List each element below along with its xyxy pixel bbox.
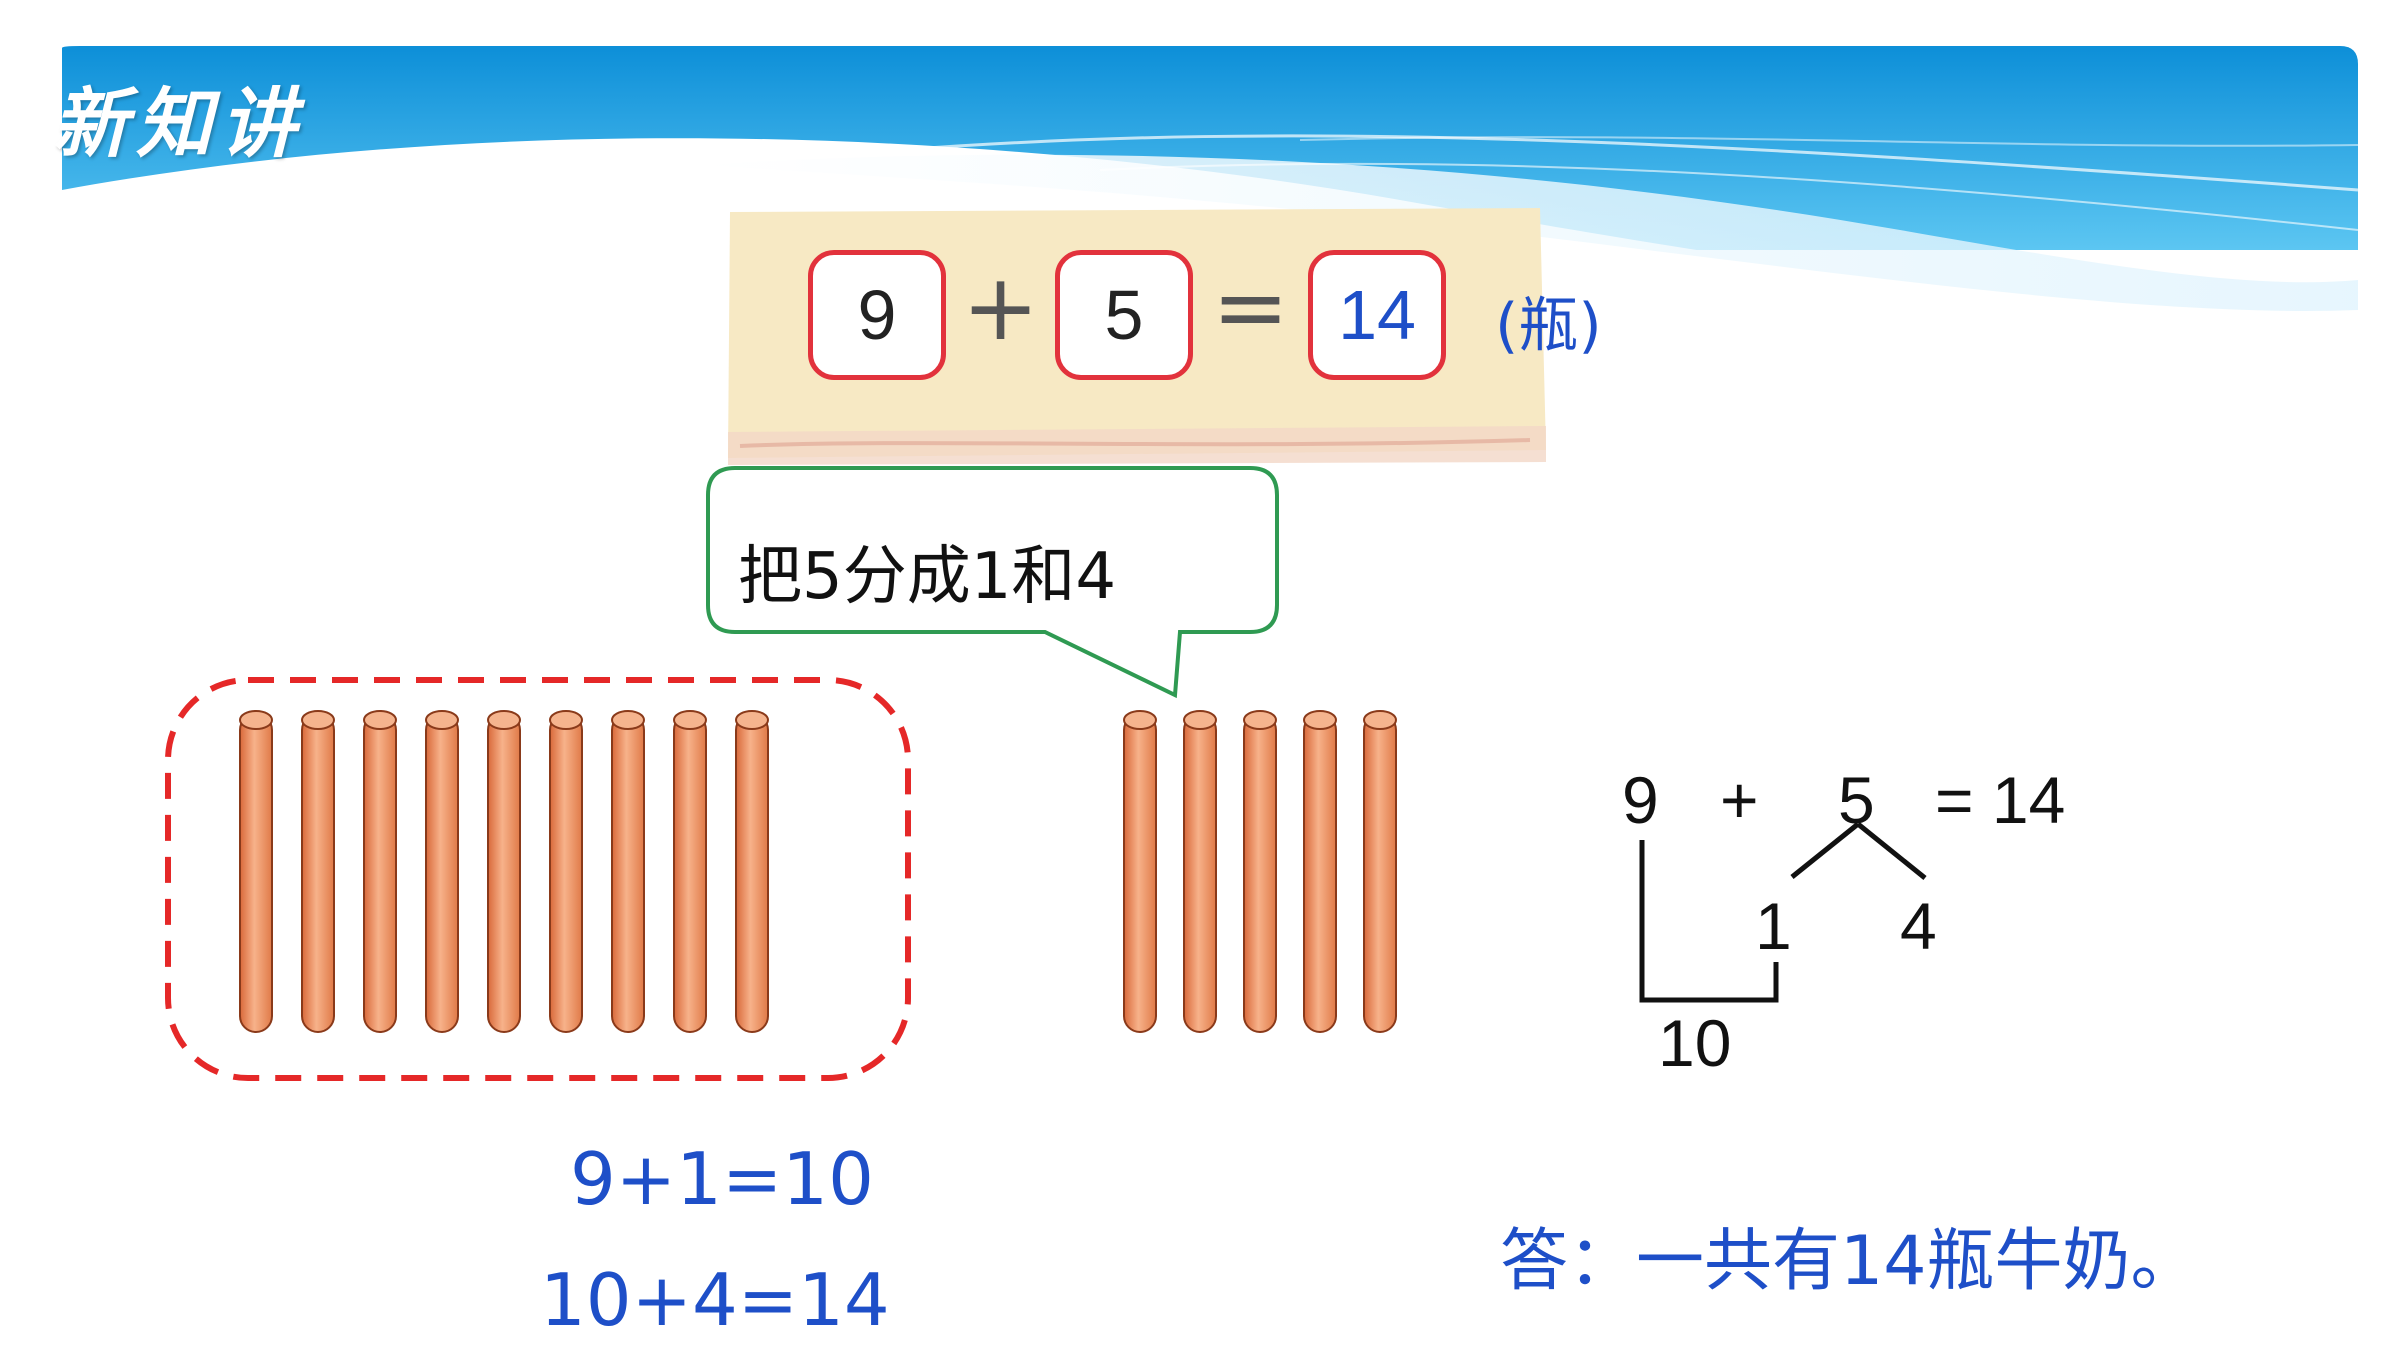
decomp-addend-9: 9 (1622, 763, 1659, 837)
decomp-ten: 10 (1658, 1006, 1732, 1080)
decomp-split-4: 4 (1900, 889, 1937, 963)
equals-sign: = (1212, 254, 1290, 361)
decomp-result: = 14 (1935, 763, 2066, 837)
stick (735, 710, 769, 1033)
unit-label: (瓶) (1495, 291, 1602, 361)
stick (1183, 710, 1217, 1033)
addend-box-1: 9 (808, 250, 946, 380)
stick (363, 710, 397, 1033)
step-one: 9+1=10 (570, 1137, 874, 1221)
sticks-illustration (165, 677, 1397, 1081)
stick (1303, 710, 1337, 1033)
section-title: 新知讲 (52, 79, 304, 168)
stick (301, 710, 335, 1033)
speech-bubble (706, 466, 1279, 699)
stick (1363, 710, 1397, 1033)
ten-group-outline (165, 677, 911, 1081)
decomp-plus: + (1720, 763, 1759, 837)
stick (425, 710, 459, 1033)
addend-box-2: 5 (1055, 250, 1193, 380)
stick (549, 710, 583, 1033)
right-stick-group (1123, 710, 1397, 1033)
left-stick-group (239, 710, 769, 1033)
stick (1123, 710, 1157, 1033)
stick (673, 710, 707, 1033)
bubble-text: 把5分成1和4 (738, 540, 1117, 614)
stick (487, 710, 521, 1033)
plus-sign: + (962, 254, 1040, 361)
step-two: 10+4=14 (540, 1258, 890, 1342)
stick (1243, 710, 1277, 1033)
sum-box: 14 (1308, 250, 1446, 380)
answer-text: 答：一共有14瓶牛奶。 (1500, 1222, 2199, 1301)
stick (239, 710, 273, 1033)
decomp-split-1: 1 (1755, 889, 1792, 963)
decomposition-lines (1639, 822, 1927, 1003)
stick (611, 710, 645, 1033)
